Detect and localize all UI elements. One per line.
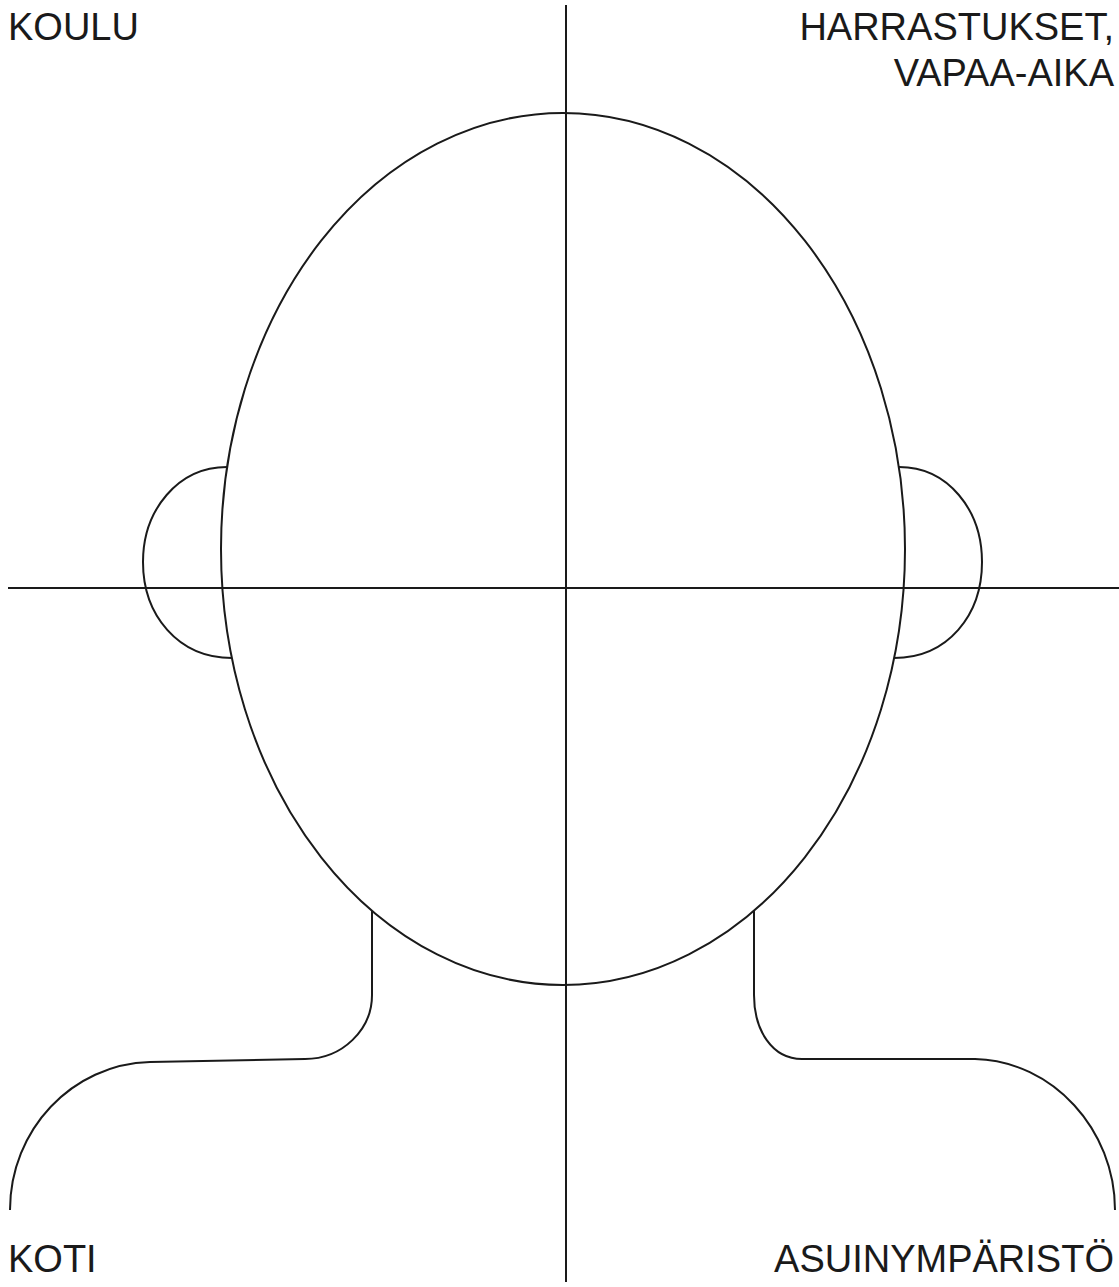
head-ellipse (221, 113, 905, 985)
quadrant-label: KOULU (8, 4, 408, 50)
quadrant-label: HARRASTUKSET, VAPAA-AIKA (754, 4, 1114, 96)
quadrant-label: ASUINYMPÄRISTÖ (694, 1236, 1114, 1282)
quadrant-label: KOTI (8, 1236, 408, 1282)
left-shoulder (10, 911, 372, 1210)
right-ear (894, 467, 982, 658)
vertical-divider (565, 5, 567, 1282)
right-shoulder (754, 911, 1115, 1210)
horizontal-divider (8, 587, 1119, 589)
left-ear (143, 467, 232, 658)
